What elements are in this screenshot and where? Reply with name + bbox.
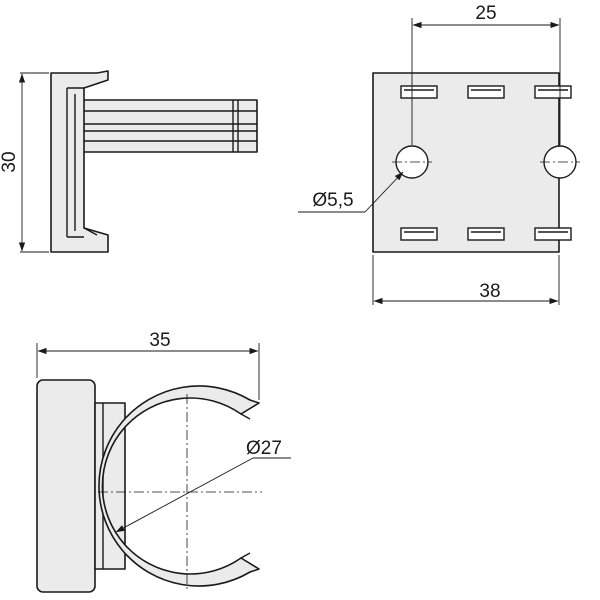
slot [534, 227, 572, 241]
front-view: 25 38 Ø5,5 [298, 3, 580, 305]
hole-spacing-label: 25 [475, 3, 496, 24]
slot [467, 85, 505, 99]
width-dimension-label: 38 [479, 281, 500, 302]
clip-diameter-label: Ø27 [246, 438, 282, 459]
side-view-stem [81, 99, 258, 153]
height-dimension-label: 30 [0, 151, 20, 172]
top-view: 35 Ø27 [36, 330, 291, 593]
top-view-base [36, 379, 96, 593]
depth-dimension-label: 35 [149, 330, 170, 351]
top-view-clip-ring [98, 385, 260, 587]
slot [400, 85, 438, 99]
slot [534, 85, 572, 99]
clip-diameter-line [115, 457, 254, 533]
hole-diameter-leader [364, 171, 404, 213]
side-view-plate [50, 70, 109, 253]
slot [400, 227, 438, 241]
hole-diameter-label: Ø5,5 [312, 190, 353, 211]
slot [467, 227, 505, 241]
side-view: 30 [0, 70, 258, 253]
